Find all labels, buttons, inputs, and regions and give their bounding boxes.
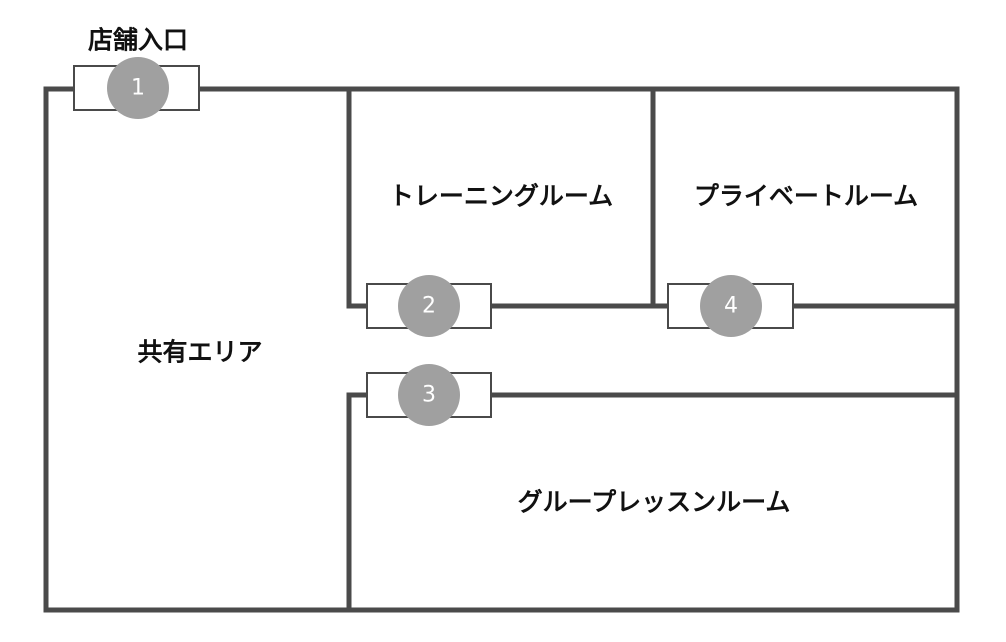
door-3-number: 3 bbox=[422, 383, 436, 408]
door-3-badge bbox=[398, 364, 460, 426]
door-2[interactable]: 2 bbox=[366, 275, 492, 337]
room-label-training: トレーニングルーム bbox=[389, 182, 613, 211]
room-label-group: グループレッスンルーム bbox=[518, 488, 791, 517]
room-label-shared: 共有エリア bbox=[137, 338, 262, 367]
outer-wall bbox=[43, 86, 960, 613]
door-3[interactable]: 3 bbox=[366, 364, 492, 426]
shared-area-wall-upper bbox=[346, 86, 370, 309]
door-1-badge bbox=[107, 57, 169, 119]
door-4-badge bbox=[700, 275, 762, 337]
walls bbox=[43, 86, 960, 613]
door-4[interactable]: 4 bbox=[667, 275, 794, 337]
door-2-badge bbox=[398, 275, 460, 337]
entrance-label: 店舗入口 bbox=[88, 26, 188, 55]
room-label-private: プライベートルーム bbox=[694, 182, 918, 211]
door-1[interactable]: 1 bbox=[73, 57, 200, 119]
group-room-wall bbox=[346, 392, 370, 613]
door-2-number: 2 bbox=[422, 294, 436, 319]
door-1-number: 1 bbox=[131, 76, 145, 101]
door-4-number: 4 bbox=[724, 294, 738, 319]
